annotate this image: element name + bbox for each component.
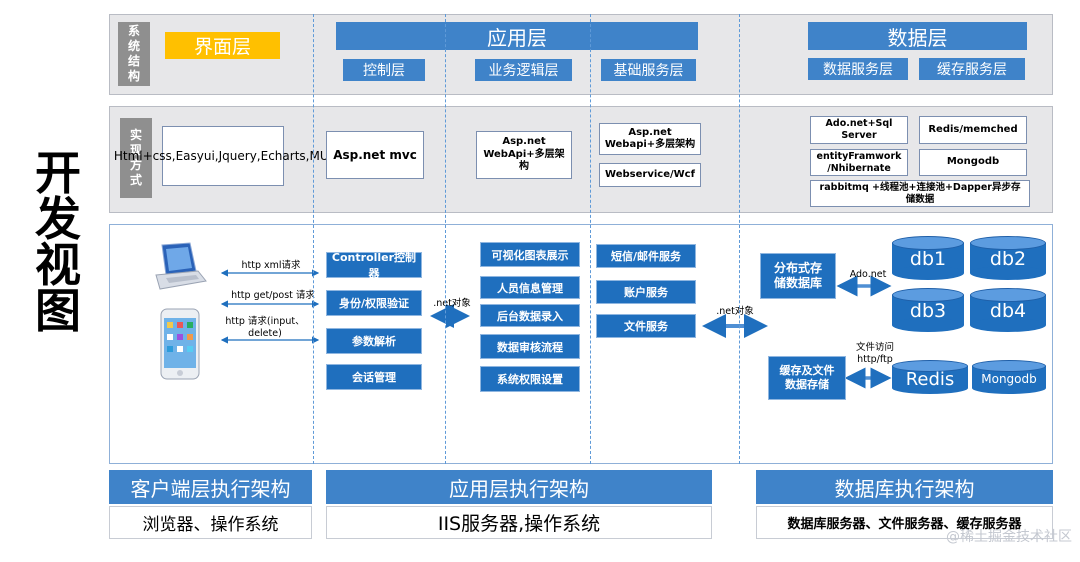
control-tech-box: Asp.net mvc	[326, 131, 424, 179]
cache-tech-box-1: Redis/memched	[919, 116, 1027, 144]
db-exec-head: 数据库执行架构	[756, 470, 1053, 504]
cache-tech-box-2: Mongodb	[919, 149, 1027, 176]
redis-cylinder: Redis	[892, 360, 968, 394]
business-item-review: 数据审核流程	[480, 334, 580, 359]
controller-item-session: 会话管理	[326, 364, 422, 390]
ui-tech-box: Html+css,Easyui,Jquery,Echarts,MUI	[114, 126, 332, 186]
business-tech-box: Asp.net WebApi+多层架构	[476, 131, 572, 179]
cache-service-layer-box: 缓存服务层	[919, 58, 1025, 80]
net-object-label-1: .net对象	[433, 298, 471, 309]
system-structure-label: 系统结构	[118, 22, 150, 86]
mongodb-cylinder: Mongodb	[972, 360, 1046, 394]
http-get-post-label: http get/post 请求	[231, 290, 315, 301]
file-access-label: 文件访问 http/ftp	[855, 342, 894, 365]
business-item-chart: 可视化图表展示	[480, 242, 580, 267]
service-item-file: 文件服务	[596, 314, 696, 338]
data-layer-title: 数据层	[808, 22, 1027, 50]
db1-cylinder: db1	[892, 236, 964, 280]
distributed-db-box: 分布式存储数据库	[760, 253, 836, 299]
laptop-icon	[152, 241, 208, 295]
client-exec-body: 浏览器、操作系统	[109, 506, 312, 539]
control-layer-box: 控制层	[343, 59, 425, 81]
business-layer-box: 业务逻辑层	[475, 59, 572, 81]
implementation-label: 实现方式	[120, 118, 152, 198]
db-exec-body: 数据库服务器、文件服务器、缓存服务器	[756, 506, 1053, 539]
separator-4	[739, 14, 740, 464]
app-exec-head: 应用层执行架构	[326, 470, 712, 504]
separator-2	[445, 14, 446, 464]
controller-item-controller: Controller控制器	[326, 251, 422, 280]
controller-item-params: 参数解析	[326, 328, 422, 354]
phone-icon	[160, 308, 200, 380]
http-input-delete-label: http 请求(input、delete)	[225, 316, 305, 339]
data-tech-box-1: Ado.net+Sql Server	[810, 116, 908, 144]
separator-1	[313, 14, 314, 464]
db4-cylinder: db4	[970, 288, 1046, 332]
business-item-permissions: 系统权限设置	[480, 366, 580, 392]
ado-net-label: Ado.net	[849, 269, 887, 280]
business-item-personnel: 人员信息管理	[480, 276, 580, 299]
ui-layer-title: 界面层	[165, 32, 280, 59]
base-service-layer-box: 基础服务层	[601, 59, 696, 81]
app-layer-title: 应用层	[336, 22, 698, 50]
data-service-layer-box: 数据服务层	[808, 58, 908, 80]
service-item-sms-mail: 短信/邮件服务	[596, 244, 696, 268]
net-object-label-2: .net对象	[716, 306, 754, 317]
business-item-data-entry: 后台数据录入	[480, 304, 580, 327]
base-tech-box-2: Webservice/Wcf	[599, 163, 701, 187]
page-side-title: 开发视图	[35, 146, 81, 338]
service-item-account: 账户服务	[596, 280, 696, 304]
app-exec-body: IIS服务器,操作系统	[326, 506, 712, 539]
client-exec-head: 客户端层执行架构	[109, 470, 312, 504]
base-tech-box-1: Asp.net Webapi+多层架构	[599, 123, 701, 155]
data-tech-box-2: entityFramwork /Nhibernate	[810, 149, 908, 176]
data-tech-box-3: rabbitmq +线程池+连接池+Dapper异步存储数据	[810, 180, 1030, 207]
db2-cylinder: db2	[970, 236, 1046, 280]
cache-file-store-box: 缓存及文件数据存储	[768, 356, 846, 400]
http-xml-request-label: http xml请求	[241, 260, 301, 271]
watermark: @稀土掘金技术社区	[946, 529, 1072, 545]
controller-item-auth: 身份/权限验证	[326, 290, 422, 316]
db3-cylinder: db3	[892, 288, 964, 332]
separator-3	[590, 14, 591, 464]
